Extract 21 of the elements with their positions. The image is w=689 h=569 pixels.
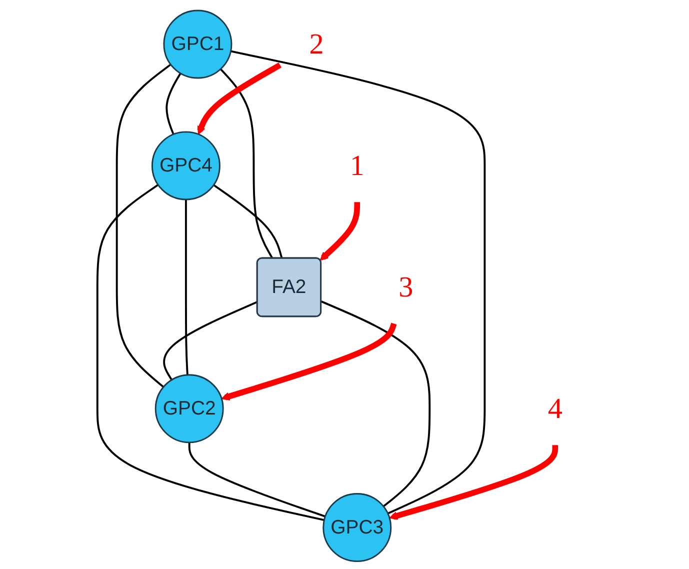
node-circle: GPC1	[163, 10, 232, 79]
connector	[188, 442, 326, 518]
connector	[320, 300, 431, 508]
node-circle: GPC2	[154, 374, 224, 444]
node-text: 2	[309, 28, 324, 60]
node-text: 4	[548, 392, 562, 425]
arrow	[320, 202, 360, 261]
connector	[230, 50, 486, 514]
connector	[184, 199, 188, 376]
node-circle: GPC4	[151, 131, 220, 200]
arrow	[197, 62, 282, 135]
connector	[213, 184, 283, 259]
node-text: 1	[350, 150, 364, 182]
connector	[96, 184, 324, 522]
connector	[163, 300, 258, 380]
node-text: 3	[398, 271, 414, 304]
node-circle: GPC3	[322, 492, 392, 562]
connector	[166, 72, 182, 135]
connector	[116, 64, 172, 388]
arrow	[221, 322, 397, 401]
connector	[220, 68, 274, 260]
